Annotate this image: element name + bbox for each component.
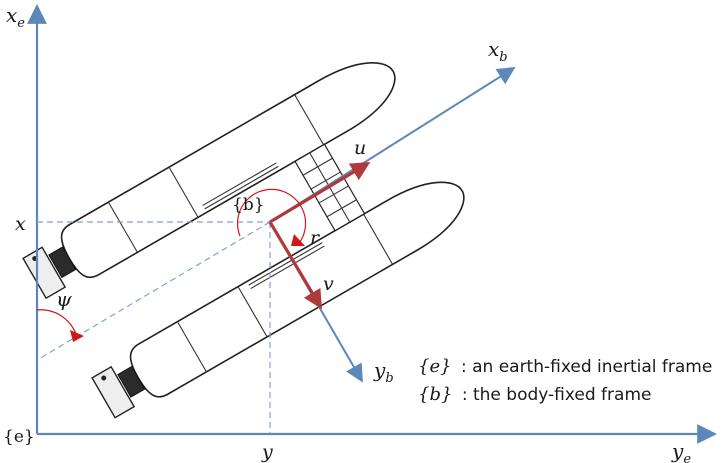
origin-e-label: {e} xyxy=(3,427,35,447)
r-rotation-arrowhead xyxy=(291,234,305,246)
v-label: v xyxy=(323,273,334,295)
port-thruster xyxy=(22,246,77,300)
psi-angle-arc xyxy=(36,309,77,335)
u-velocity-arrow xyxy=(269,162,371,224)
v-velocity-arrow xyxy=(268,221,322,310)
legend-item-e: {e} : an earth-fixed inertial frame xyxy=(418,356,712,377)
x-tick-label: x xyxy=(15,213,26,235)
psi-label: ψ xyxy=(56,287,72,311)
r-rotation-arc xyxy=(236,188,307,243)
yb-label: yb xyxy=(373,358,394,386)
origin-b-label: {b} xyxy=(232,195,265,215)
psi-arrowhead xyxy=(70,330,84,342)
r-label: r xyxy=(310,227,321,249)
starboard-thruster xyxy=(91,365,146,419)
u-label: u xyxy=(354,137,366,159)
xe-label: xe xyxy=(6,3,25,31)
catamaran-vessel xyxy=(22,62,465,419)
ye-label: ye xyxy=(671,439,691,463)
legend-item-b: {b} : the body-fixed frame xyxy=(418,384,651,405)
legend: {e} : an earth-fixed inertial frame {b} … xyxy=(418,356,712,405)
xb-label: xb xyxy=(488,37,508,65)
y-tick-label: y xyxy=(261,441,273,463)
